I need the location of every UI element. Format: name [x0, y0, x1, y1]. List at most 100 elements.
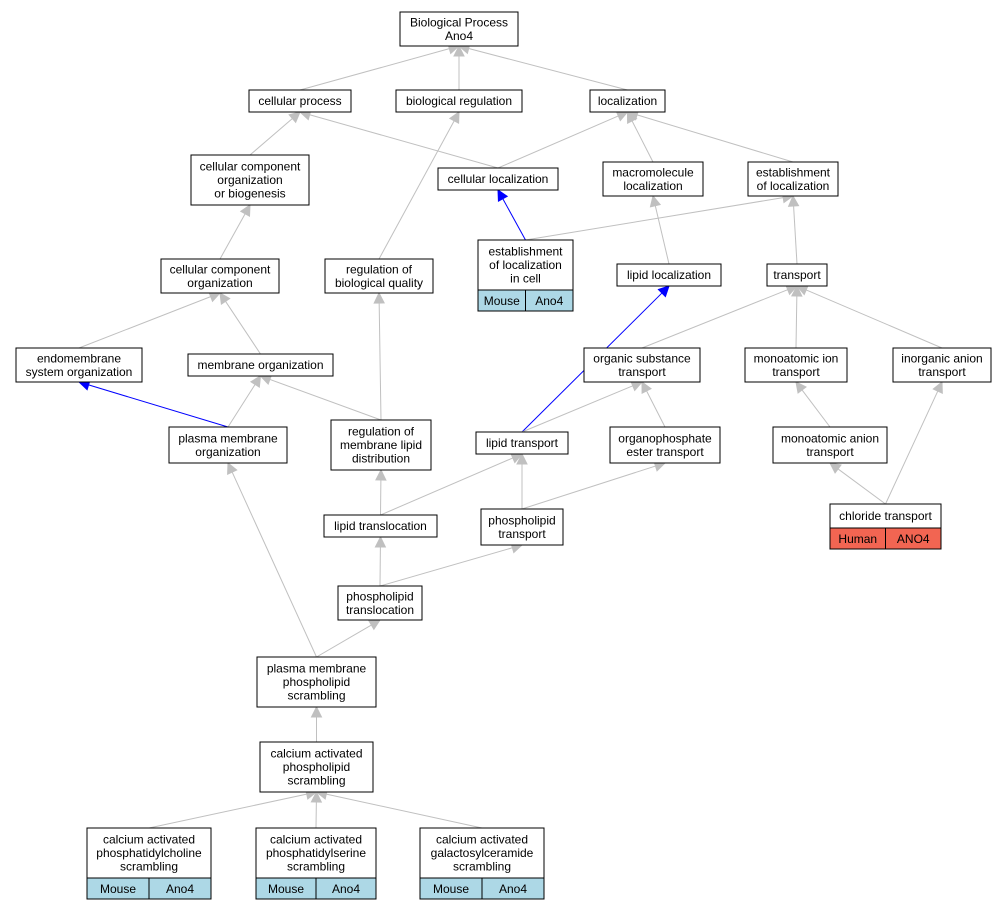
edge-arrowhead — [630, 380, 644, 392]
node-label-line: membrane organization — [197, 358, 323, 372]
edge-arrowhead — [657, 285, 670, 298]
node-cellular-localization[interactable]: cellular localization — [437, 167, 559, 191]
edge-arrowhead — [227, 461, 238, 475]
edge-cellular-localization-to-cellular-process — [298, 109, 499, 169]
node-label-line: monoatomic ion — [754, 351, 839, 365]
edge-biological-regulation-to-root — [453, 44, 465, 90]
edge-arrowhead — [375, 468, 387, 481]
edge-arrowhead — [219, 292, 231, 305]
edge-arrowhead — [615, 110, 629, 122]
edge-arrowhead — [448, 111, 460, 124]
node-label-line: phosphatidylserine — [266, 846, 366, 860]
edge-line — [219, 213, 246, 260]
edge-regulation-biological-quality-to-biological-regulation — [378, 111, 460, 260]
node-label-line: membrane lipid — [340, 438, 422, 452]
node-label-line: plasma membrane — [178, 431, 278, 445]
node-box — [602, 161, 704, 197]
node-label-line: biological quality — [335, 276, 423, 290]
node-cellular-process[interactable]: cellular process — [248, 89, 352, 113]
edge-arrowhead — [288, 111, 301, 124]
edge-line — [378, 120, 455, 260]
edge-line — [148, 793, 307, 829]
edge-plasma-membrane-organization-to-endomembrane-system-organization — [77, 379, 229, 428]
node-label-line: transport — [498, 527, 546, 541]
edge-arrowhead — [791, 284, 803, 297]
edge-line — [521, 385, 633, 433]
node-tag-cell — [315, 877, 377, 900]
edge-line — [299, 48, 450, 91]
node-lipid-localization[interactable]: lipid localization — [616, 263, 722, 287]
edge-line — [646, 390, 666, 428]
node-label-line: organization — [217, 173, 282, 187]
node-ca-galactosylceramide-scrambling[interactable]: calcium activatedgalactosylceramidescram… — [419, 827, 545, 900]
edge-line — [654, 205, 670, 265]
node-label-line: inorganic anion — [901, 351, 982, 365]
node-label-line: of localization — [489, 258, 562, 272]
node-box — [248, 89, 352, 113]
edge-line — [88, 384, 229, 428]
node-box — [337, 585, 423, 621]
node-biological-regulation[interactable]: biological regulation — [395, 89, 523, 113]
node-label-line: phospholipid — [488, 513, 555, 527]
node-label-line: chloride transport — [839, 509, 932, 523]
node-label-line: system organization — [26, 365, 133, 379]
edge-transport-to-establishment-of-localization — [787, 194, 800, 265]
node-label-line: phosphatidylcholine — [96, 846, 202, 860]
edge-line — [885, 390, 939, 505]
node-box — [190, 154, 310, 206]
node-box — [256, 656, 377, 708]
node-label-line: Ano4 — [445, 29, 473, 43]
edge-arrowhead — [374, 535, 387, 548]
node-localization[interactable]: localization — [589, 89, 666, 113]
edge-line — [309, 114, 499, 169]
edge-line — [269, 378, 382, 421]
node-box — [829, 503, 942, 529]
edge-ca-phospholipid-scrambling-to-pm-phospholipid-scrambling — [310, 705, 323, 742]
node-label-line: plasma membrane — [267, 662, 367, 676]
node-label-line: endomembrane — [37, 351, 121, 365]
node-lipid-transport[interactable]: lipid transport — [475, 431, 569, 455]
node-label-line: establishment — [756, 165, 831, 179]
node-tag-cell — [885, 527, 942, 550]
node-ca-phosphatidylcholine-scrambling[interactable]: calcium activatedphosphatidylcholinescra… — [86, 827, 212, 900]
edge-cellular-process-to-root — [299, 43, 461, 91]
node-tag-organism: Mouse — [100, 882, 136, 896]
node-lipid-translocation[interactable]: lipid translocation — [323, 514, 438, 538]
node-box — [259, 741, 374, 793]
edge-pm-phospholipid-scrambling-to-phospholipid-translocation — [316, 619, 381, 658]
edge-ca-galactosylceramide-scrambling-to-ca-phospholipid-scrambling — [315, 788, 483, 829]
edge-inorganic-anion-transport-to-transport — [795, 284, 943, 349]
edge-phospholipid-translocation-to-lipid-translocation — [374, 535, 387, 587]
edge-line — [497, 115, 619, 169]
node-box — [324, 258, 434, 294]
node-transport[interactable]: transport — [766, 263, 828, 287]
edge-line — [837, 468, 886, 505]
edge-arrowhead — [641, 381, 652, 394]
node-tag-gene: Ano4 — [166, 882, 194, 896]
node-membrane-organization[interactable]: membrane organization — [187, 353, 334, 377]
node-ca-phosphatidylserine-scrambling[interactable]: calcium activatedphosphatidylserinescram… — [255, 827, 377, 900]
node-label-line: lipid translocation — [334, 519, 427, 533]
node-label-line: cellular component — [200, 160, 301, 174]
